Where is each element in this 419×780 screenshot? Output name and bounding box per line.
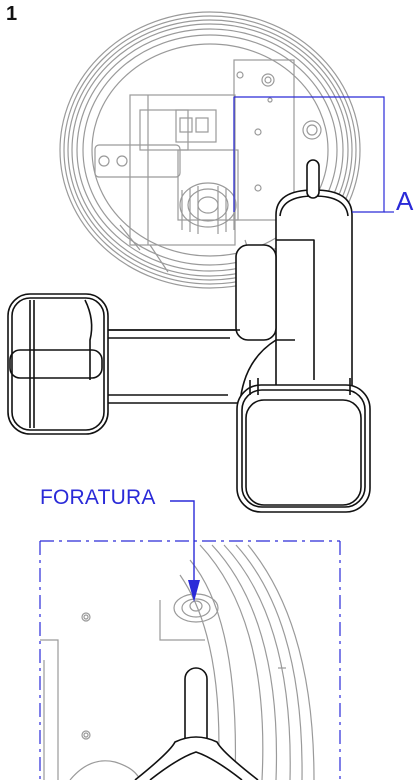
wheel-detail-view xyxy=(40,544,315,780)
arrow-down-icon xyxy=(188,580,200,602)
step-number: 1 xyxy=(6,3,18,25)
detail-box-a xyxy=(233,96,394,213)
detail-label-a: A xyxy=(396,186,414,216)
wheel-top-view xyxy=(59,11,361,289)
detail-view-frame xyxy=(39,540,341,780)
foratura-label: FORATURA xyxy=(40,486,156,509)
foratura-leader xyxy=(170,500,195,586)
handle-top-view xyxy=(7,159,371,513)
handle-detail-view xyxy=(134,667,259,780)
